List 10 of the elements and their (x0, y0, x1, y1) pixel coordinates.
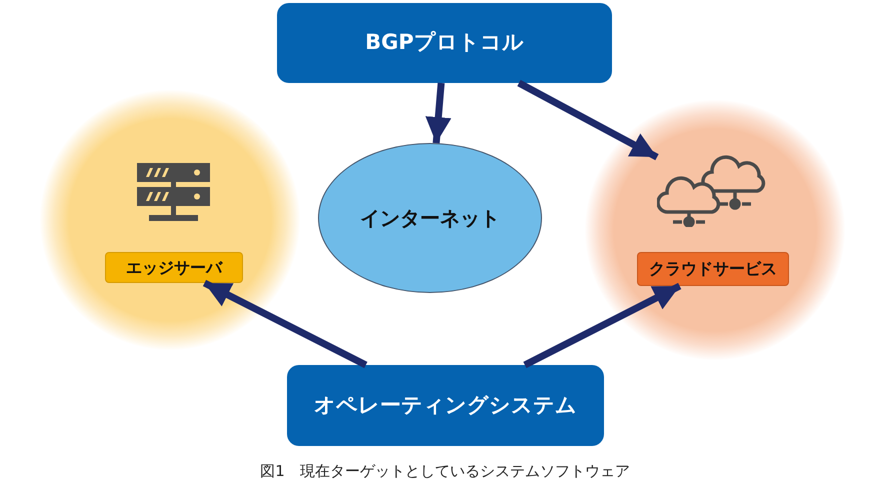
arrow (517, 80, 659, 160)
arrow (523, 282, 682, 368)
arrow (202, 280, 368, 368)
network-ellipse: インターネット (318, 143, 542, 293)
arrow (425, 82, 452, 144)
process-box: BGPプロトコル (277, 3, 612, 83)
label-tag: クラウドサービス (637, 252, 789, 286)
process-box: オペレーティングシステム (287, 365, 604, 446)
figure-caption: 図1 現在ターゲットとしているシステムソフトウェア (259, 461, 631, 482)
label-tag: エッジサーバ (105, 252, 243, 283)
